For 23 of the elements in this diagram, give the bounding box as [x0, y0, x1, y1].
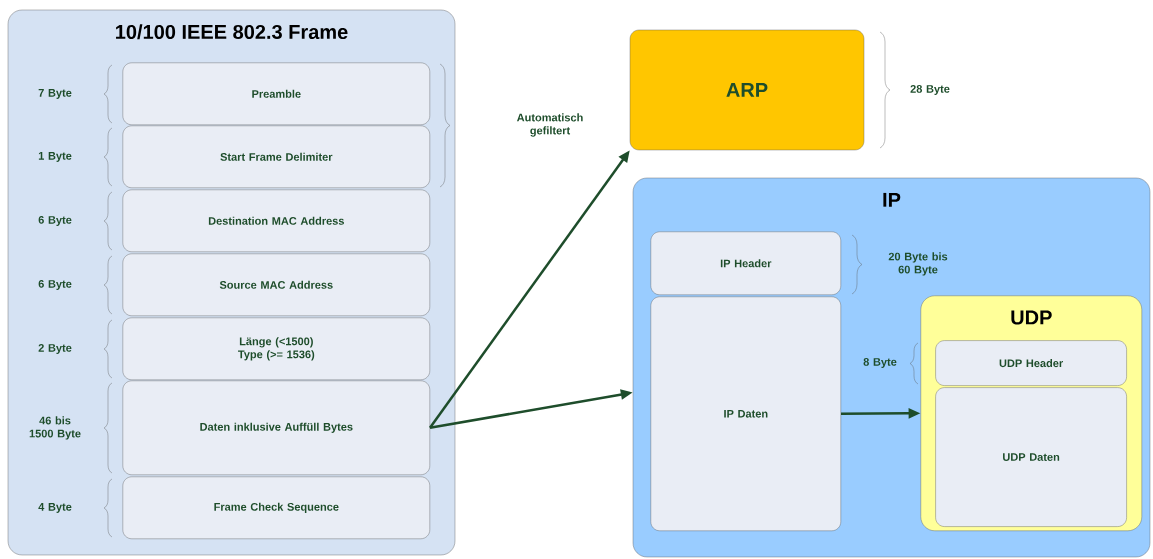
size-label: 6 Byte	[38, 216, 72, 226]
size-label: 7 Byte	[38, 89, 72, 99]
size-label: 46 bis 1500 Byte	[29, 416, 81, 440]
field-box: Frame Check Sequence	[122, 476, 430, 539]
size-label: Automatisch gefiltert	[516, 113, 583, 137]
field-box: Preamble	[122, 62, 430, 125]
size-label: 28 Byte	[910, 85, 950, 95]
field-box: Destination MAC Address	[122, 189, 430, 252]
field-box: Daten inklusive Auffüll Bytes	[122, 380, 430, 475]
size-label: 20 Byte bis 60 Byte	[888, 252, 948, 276]
size-label: 4 Byte	[38, 503, 72, 513]
field-box: Source MAC Address	[122, 253, 430, 316]
size-label: 6 Byte	[38, 280, 72, 290]
field-box: IP Header	[650, 231, 841, 295]
field-box: Länge (<1500) Type (>= 1536)	[122, 317, 430, 380]
size-label: 8 Byte	[863, 358, 897, 368]
field-box: IP Daten	[650, 296, 841, 531]
field-box: UDP Daten	[935, 387, 1127, 527]
field-box: ARP	[629, 29, 865, 151]
field-box: Start Frame Delimiter	[122, 125, 430, 188]
size-label: 2 Byte	[38, 344, 72, 354]
size-label: 1 Byte	[38, 152, 72, 162]
field-box: UDP Header	[935, 340, 1127, 386]
